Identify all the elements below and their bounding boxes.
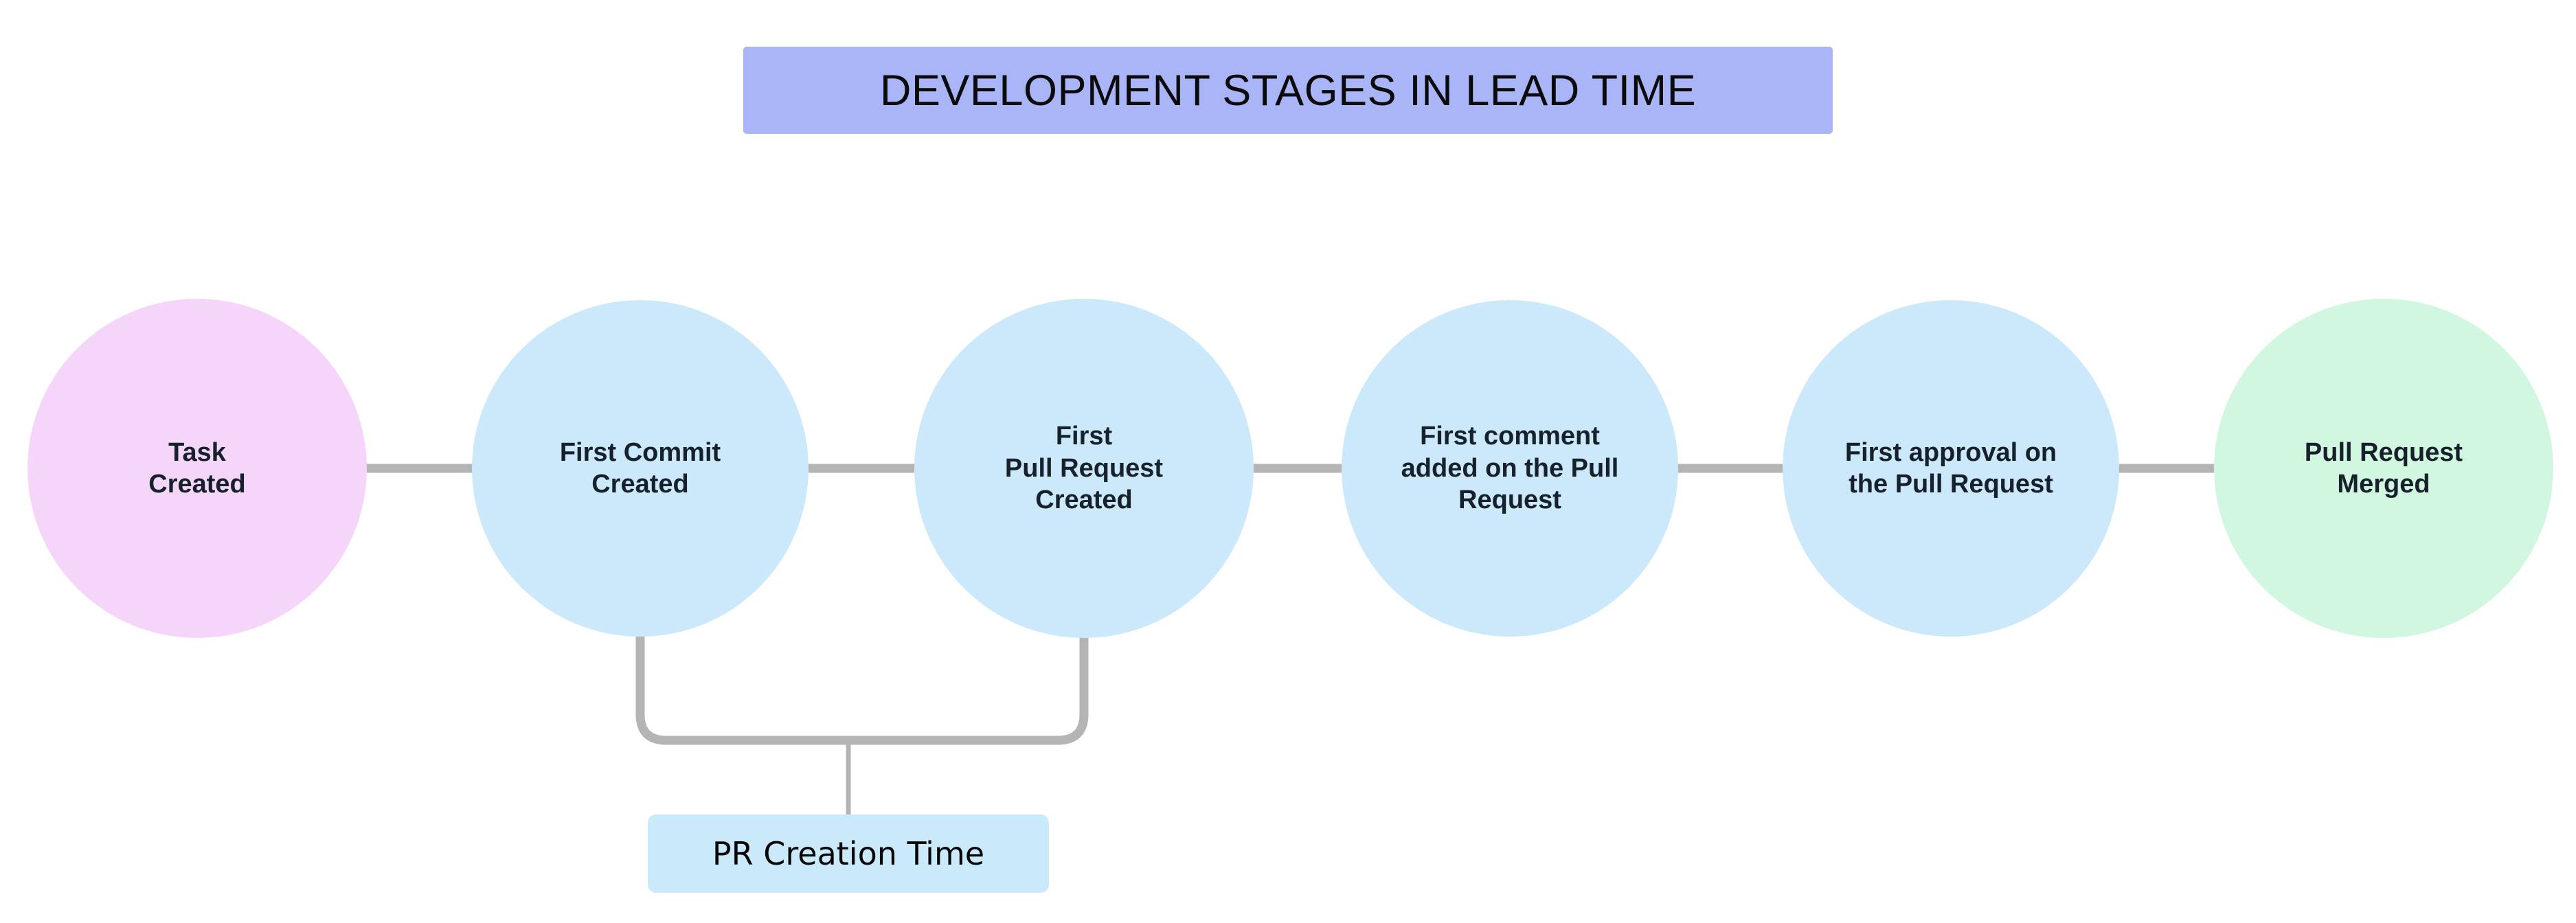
node-pull-request-merged[interactable]: Pull Request Merged	[2214, 299, 2553, 638]
page-title: DEVELOPMENT STAGES IN LEAD TIME	[879, 66, 1697, 115]
pr-creation-time-label-box[interactable]: PR Creation Time	[648, 814, 1049, 893]
node-first-commit-created-label: First Commit Created	[559, 437, 721, 499]
node-task-created-label: Task Created	[148, 437, 246, 499]
pr-creation-time-label: PR Creation Time	[712, 835, 985, 872]
node-first-commit-created[interactable]: First Commit Created	[472, 300, 809, 637]
node-first-comment-on-pull-request-label: First comment added on the Pull Request	[1401, 422, 1619, 515]
pr-creation-time-bracket	[635, 628, 1089, 745]
node-pull-request-merged-label: Pull Request Merged	[2304, 437, 2463, 499]
node-first-comment-on-pull-request[interactable]: First comment added on the Pull Request	[1342, 300, 1678, 637]
diagram-title-banner: DEVELOPMENT STAGES IN LEAD TIME	[743, 47, 1833, 134]
node-task-created[interactable]: Task Created	[27, 299, 367, 638]
node-first-approval-on-pull-request[interactable]: First approval on the Pull Request	[1783, 300, 2119, 637]
node-first-pull-request-created-label: First Pull Request Created	[1004, 422, 1164, 515]
node-first-approval-on-pull-request-label: First approval on the Pull Request	[1844, 437, 2057, 499]
node-first-pull-request-created[interactable]: First Pull Request Created	[914, 299, 1254, 638]
